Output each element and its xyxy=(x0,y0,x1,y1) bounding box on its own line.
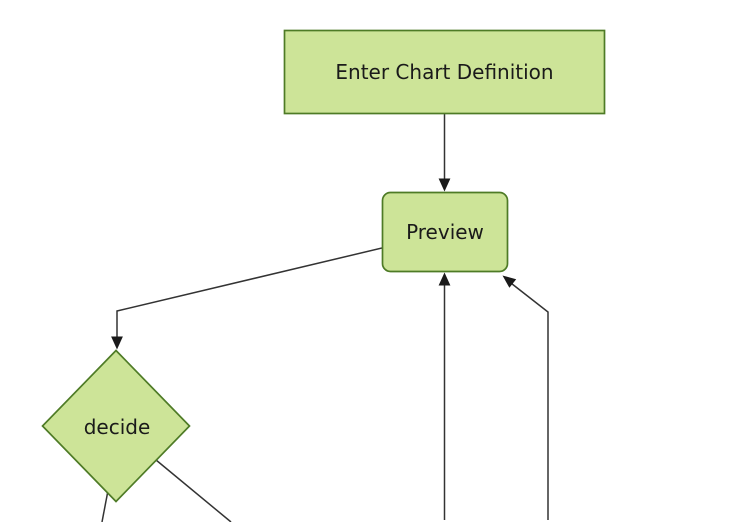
node-preview-label: Preview xyxy=(406,220,484,244)
node-enter-chart-definition-label: Enter Chart Definition xyxy=(335,60,553,84)
node-decide: decide xyxy=(41,349,191,503)
node-decide-label: decide xyxy=(84,415,151,439)
edges-layer xyxy=(101,114,549,522)
arrowhead-offscreen-to-preview-center xyxy=(438,272,451,286)
arrowhead-preview-to-decide xyxy=(111,336,123,350)
node-decide-shape xyxy=(41,349,191,503)
nodes-layer: Enter Chart Definition Preview decide xyxy=(41,29,606,503)
arrowhead-offscreen-to-preview-corner xyxy=(502,275,517,288)
node-preview-shape xyxy=(381,191,509,273)
node-preview: Preview xyxy=(381,191,509,273)
edge-preview-to-decide xyxy=(116,247,383,338)
arrowhead-enter-to-preview xyxy=(438,178,451,192)
edge-decide-to-offscreen-right xyxy=(149,454,232,522)
node-enter-chart-definition: Enter Chart Definition xyxy=(283,29,606,115)
node-enter-chart-definition-shape xyxy=(283,29,606,115)
edge-offscreen-to-preview-corner xyxy=(511,282,549,520)
